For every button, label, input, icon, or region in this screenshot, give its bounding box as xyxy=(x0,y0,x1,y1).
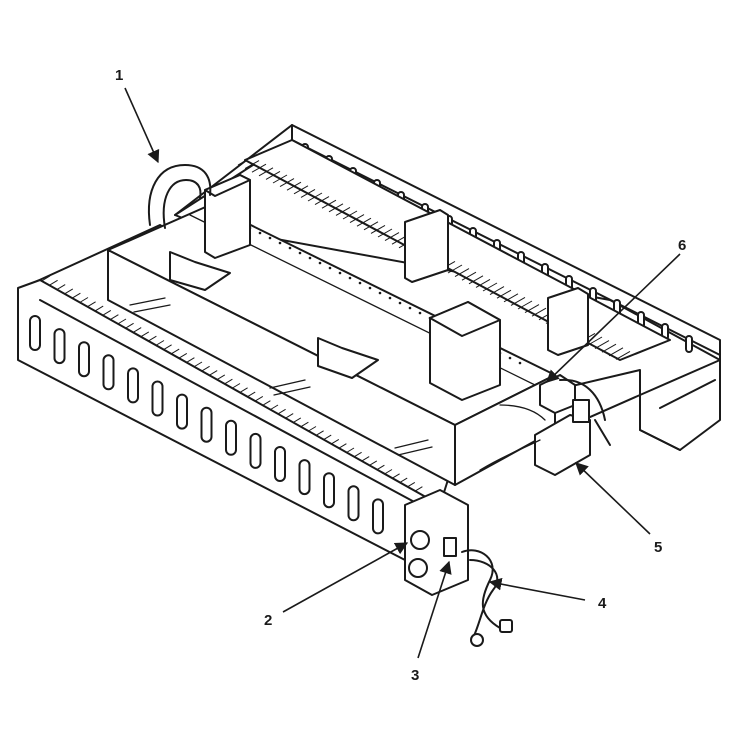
grate-bar xyxy=(314,196,330,206)
rail-slot xyxy=(127,367,139,404)
grate-bar xyxy=(468,275,484,285)
control-panel xyxy=(404,489,469,596)
rail-slot xyxy=(347,485,360,522)
leader-4 xyxy=(488,577,586,601)
grate-bar xyxy=(594,340,610,350)
grate-bar xyxy=(335,206,351,216)
valve-assembly xyxy=(479,374,611,476)
burner-port xyxy=(408,306,412,310)
leader-5 xyxy=(575,462,651,535)
right-end-tray xyxy=(639,359,721,451)
rail-slot xyxy=(200,406,213,443)
burner-port xyxy=(508,356,512,360)
grate-bar xyxy=(601,343,617,353)
grate-bar xyxy=(377,228,393,238)
grate-bar xyxy=(517,300,533,310)
grate-bar xyxy=(391,235,407,245)
burner-port xyxy=(368,286,372,290)
front-rail xyxy=(17,279,441,561)
leader-3 xyxy=(417,560,452,659)
grate-bar xyxy=(482,282,498,292)
grate-bar xyxy=(587,336,603,346)
grate-bar xyxy=(258,167,274,177)
grate-bar xyxy=(286,181,302,191)
grate-bar xyxy=(237,156,253,166)
burner-port xyxy=(338,271,342,275)
grate-bar xyxy=(489,286,505,296)
rail-slot xyxy=(225,419,237,456)
callout-3: 3 xyxy=(411,667,419,684)
grate-bar xyxy=(363,221,379,231)
grate-bar xyxy=(321,199,337,209)
grate-bar xyxy=(307,192,323,202)
power-cord xyxy=(461,549,513,647)
grate-bar xyxy=(384,232,400,242)
grate-bar xyxy=(496,289,512,299)
grate-bar xyxy=(615,350,631,360)
grate-bar xyxy=(608,347,624,357)
burner-port xyxy=(418,311,422,315)
rail-slot xyxy=(151,380,164,417)
grate-bar xyxy=(461,271,477,281)
rail-slot xyxy=(249,432,262,469)
callout-labels: 1 2 3 4 5 6 xyxy=(115,67,686,684)
leader-2 xyxy=(282,542,409,613)
rail-slot xyxy=(298,459,311,496)
rail-slot xyxy=(29,315,41,351)
burner-port xyxy=(328,266,332,270)
grate-bar xyxy=(251,163,267,173)
leader-1 xyxy=(124,87,160,164)
grate-bar xyxy=(265,170,281,180)
grate-bar xyxy=(342,210,358,220)
burner-port xyxy=(268,236,272,240)
burner-port xyxy=(298,251,302,255)
burner-port xyxy=(348,276,352,280)
leader-6 xyxy=(546,253,681,383)
grate-bar xyxy=(447,264,463,274)
grate-bar xyxy=(510,296,526,306)
grate-bar xyxy=(349,214,365,224)
rail-slot xyxy=(274,446,286,482)
callout-5: 5 xyxy=(654,539,662,556)
burner-port xyxy=(318,261,322,265)
grate-bar xyxy=(300,188,316,198)
grate-bar xyxy=(356,217,372,227)
burner-port xyxy=(288,246,292,250)
burner-port xyxy=(388,296,392,300)
rail-slot xyxy=(685,335,693,353)
grate-bar xyxy=(475,278,491,288)
callout-1: 1 xyxy=(115,67,123,84)
rail-slot xyxy=(78,341,90,378)
rail-slot xyxy=(102,354,115,391)
grate-bar xyxy=(293,185,309,195)
burner-port xyxy=(258,231,262,235)
grate-bar xyxy=(244,160,260,170)
grate-bar xyxy=(328,203,344,213)
burner-port xyxy=(398,301,402,305)
callout-2: 2 xyxy=(264,612,272,629)
grate-bar xyxy=(454,268,470,278)
flex-hose xyxy=(148,164,212,229)
grate-bar xyxy=(531,307,547,317)
burner-port xyxy=(518,361,522,365)
callout-6: 6 xyxy=(678,237,686,254)
leader-lines xyxy=(124,87,681,659)
rail-slot xyxy=(323,472,335,509)
grate-bar xyxy=(503,293,519,303)
grate-bar xyxy=(279,178,295,188)
grate-bar xyxy=(370,224,386,234)
grate-bar xyxy=(524,304,540,314)
burner-port xyxy=(378,291,382,295)
baffle-blocks xyxy=(169,174,589,401)
grate-bar xyxy=(272,174,288,184)
burner-port xyxy=(308,256,312,260)
burner-port xyxy=(278,241,282,245)
rail-slot xyxy=(176,393,188,430)
burner-port xyxy=(358,281,362,285)
callout-4: 4 xyxy=(598,595,607,612)
rail-slot xyxy=(53,328,66,365)
rail-slot xyxy=(372,498,384,535)
